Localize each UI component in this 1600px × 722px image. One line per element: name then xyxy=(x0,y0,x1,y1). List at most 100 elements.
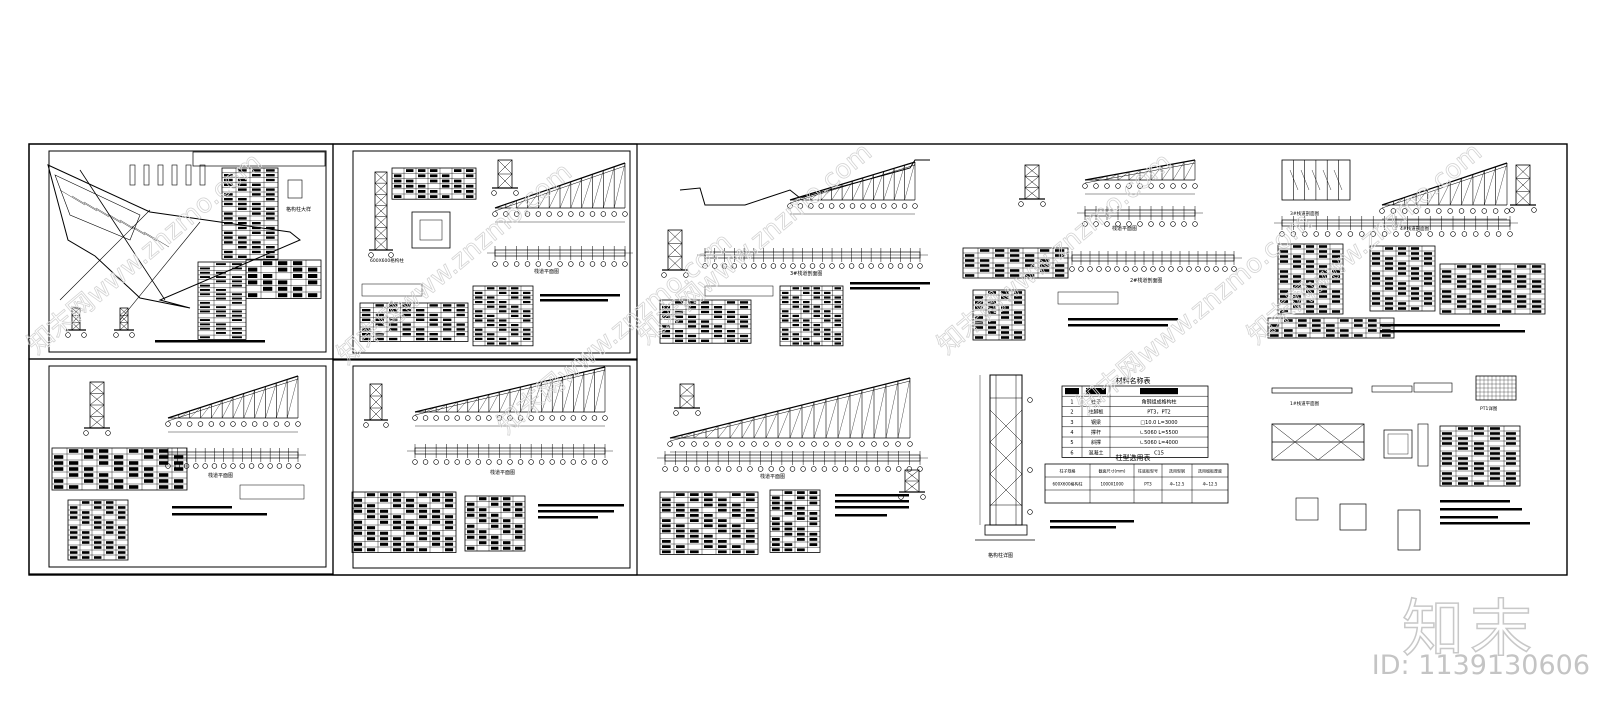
grid-bubble xyxy=(835,441,841,447)
grid-bubble xyxy=(1481,208,1487,214)
grid-bubble xyxy=(589,211,596,217)
grid-bubble xyxy=(591,415,598,421)
column-table-header: 截面尺寸(mm) xyxy=(1099,468,1126,474)
column-table-header: 柱子规格 xyxy=(1060,468,1076,474)
grid-bubble xyxy=(248,463,255,469)
note-text-block xyxy=(835,506,909,509)
grid-bubble xyxy=(829,263,835,269)
grid-bubble xyxy=(535,261,542,267)
sheet-title: 栈道平面图 xyxy=(1112,225,1137,232)
walkway-plan xyxy=(1077,206,1203,227)
grid-bubble xyxy=(492,211,498,217)
grid-bubble xyxy=(433,459,439,465)
grid-bubble xyxy=(1018,201,1024,207)
grid-bubble xyxy=(1473,231,1479,237)
schedule-table xyxy=(359,302,469,342)
grid-bubble xyxy=(808,203,814,209)
grid-bubble xyxy=(1290,231,1297,237)
walkway-plan xyxy=(1274,216,1518,237)
grid-bubble xyxy=(878,263,884,269)
grid-bubble xyxy=(1507,231,1513,237)
lattice-column xyxy=(1509,164,1537,213)
grid-bubble xyxy=(454,415,460,421)
material-spec: 角钢组成格构柱 xyxy=(1141,398,1176,405)
note-text-block xyxy=(172,506,232,509)
note-text-block xyxy=(835,500,909,503)
grid-bubble xyxy=(581,459,587,465)
grid-bubble xyxy=(787,203,793,209)
grid-bubble xyxy=(524,261,531,267)
material-spec: □10.0 L=3000 xyxy=(1140,420,1177,426)
grid-bubble xyxy=(864,466,870,472)
material-spec: PT3，PT2 xyxy=(1147,410,1171,416)
grid-bubble xyxy=(1393,231,1399,237)
schedule-table xyxy=(769,489,821,553)
grid-bubble xyxy=(622,261,628,267)
grid-bubble xyxy=(193,463,199,469)
grid-bubble xyxy=(703,441,709,447)
grid-bubble xyxy=(1069,266,1075,272)
grid-bubble xyxy=(789,466,796,472)
grid-bubble xyxy=(557,211,563,217)
grid-bubble xyxy=(241,421,247,427)
grid-bubble xyxy=(1132,266,1138,272)
note-text-block xyxy=(1440,508,1522,511)
grid-bubble xyxy=(549,415,555,421)
grid-bubble xyxy=(492,261,498,267)
grid-bubble xyxy=(912,203,918,209)
grid-bubble xyxy=(560,415,566,421)
grid-bubble xyxy=(721,263,728,269)
grid-bubble xyxy=(1168,266,1174,272)
schedule-table xyxy=(197,261,247,340)
grid-bubble xyxy=(286,463,292,469)
header-cell xyxy=(1065,388,1079,395)
note-text-block xyxy=(155,340,265,343)
grid-bubble xyxy=(702,263,708,269)
grating-detail xyxy=(1475,375,1517,401)
grid-bubble xyxy=(368,252,374,258)
schedule-table xyxy=(779,285,844,347)
grid-bubble xyxy=(600,261,607,267)
grid-bubble xyxy=(465,415,471,421)
note-text-block xyxy=(1380,330,1525,333)
grid-bubble xyxy=(683,466,689,472)
column-table-cell: 4∟12.5 xyxy=(1170,482,1185,487)
walkway-plan xyxy=(160,448,306,469)
grid-bubble xyxy=(443,459,450,465)
material-spec: ∟5060 L=4000 xyxy=(1140,440,1178,446)
schedule-table xyxy=(51,447,188,491)
lattice-column xyxy=(363,383,389,428)
schedule-table xyxy=(1369,245,1436,312)
column-table-cell: 1000X1000 xyxy=(1100,482,1124,487)
grid-bubble xyxy=(412,415,418,421)
image-id-watermark: ID: 1139130606 xyxy=(1371,650,1590,681)
column-table-header: 柱底板型号 xyxy=(1138,468,1158,474)
grid-bubble xyxy=(871,441,877,447)
grid-bubble xyxy=(1509,207,1515,213)
grid-bubble xyxy=(1186,266,1192,272)
grid-bubble xyxy=(383,422,389,428)
schedule-table xyxy=(391,167,477,200)
grid-bubble xyxy=(715,466,721,472)
grid-bubble xyxy=(920,494,926,500)
grid-bubble xyxy=(1381,231,1388,237)
schedule-table xyxy=(659,299,752,344)
grid-bubble xyxy=(726,466,732,472)
grid-bubble xyxy=(870,203,877,209)
grid-bubble xyxy=(907,263,913,269)
grid-bubble xyxy=(81,332,87,338)
grid-bubble xyxy=(1150,266,1156,272)
grid-bubble xyxy=(600,211,607,217)
grid-bubble xyxy=(715,441,721,447)
grid-bubble xyxy=(751,263,757,269)
lattice-column xyxy=(368,171,394,258)
grid-bubble xyxy=(883,441,889,447)
grid-bubble xyxy=(388,252,394,258)
grid-bubble xyxy=(557,261,563,267)
grid-bubble xyxy=(267,463,273,469)
lattice-column xyxy=(491,159,519,196)
grid-bubble xyxy=(1181,221,1187,227)
sheet-subtitle: 4#栈道剖面图 xyxy=(1400,225,1430,232)
